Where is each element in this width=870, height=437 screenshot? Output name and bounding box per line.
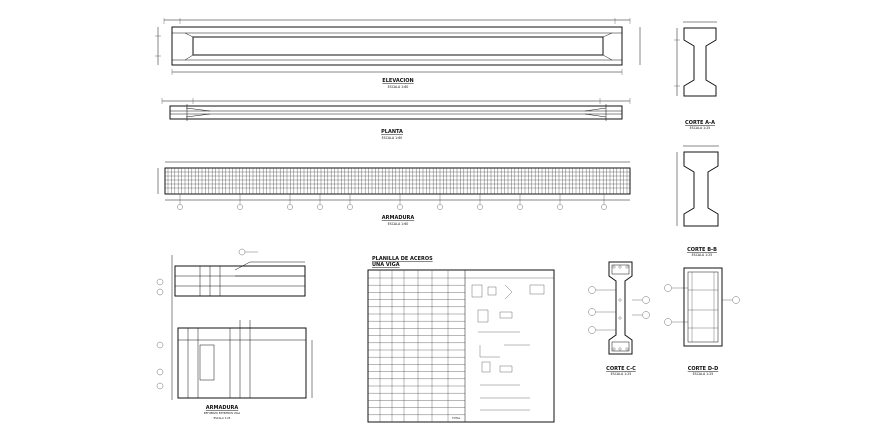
- section-d-scale: ESCALA 1:25: [693, 372, 714, 376]
- reinforcement-scale: ESCALA 1:60: [388, 222, 409, 226]
- section-c-title: CORTE C-C: [606, 366, 636, 372]
- plan-scale: ESCALA 1:60: [382, 136, 403, 140]
- section-d-view: CORTE D-D ESCALA 1:25: [664, 267, 740, 376]
- elevation-scale: ESCALA 1:60: [388, 85, 409, 89]
- reinforcement-title: ARMADURA: [382, 215, 415, 221]
- section-c-scale: ESCALA 1:25: [611, 372, 632, 376]
- section-b-scale: ESCALA 1:25: [692, 253, 713, 257]
- detail-title: ARMADURA: [206, 405, 239, 411]
- reinforcement-detail: ARMADURA REFUERZO EXTREMOS VIGA ESCALA 1…: [156, 248, 313, 420]
- schedule-total: TOTAL: [452, 416, 461, 420]
- section-a-title: CORTE A-A: [685, 120, 715, 126]
- plan-title: PLANTA: [381, 129, 403, 135]
- detail-scale: ESCALA 1:25: [214, 416, 231, 420]
- section-a-view: CORTE A-A ESCALA 1:25: [674, 21, 717, 130]
- section-b-view: CORTE B-B ESCALA 1:25: [676, 145, 719, 257]
- steel-schedule: PLANILLA DE ACEROS UNA VIGA TOTAL: [367, 256, 555, 423]
- section-d-title: CORTE D-D: [688, 366, 719, 372]
- section-b-title: CORTE B-B: [687, 247, 717, 253]
- section-a-scale: ESCALA 1:25: [690, 126, 711, 130]
- detail-note: REFUERZO EXTREMOS VIGA: [204, 411, 241, 415]
- schedule-title: PLANILLA DE ACEROS: [372, 256, 433, 262]
- elevation-title: ELEVACION: [382, 78, 413, 84]
- reinforcement-view: ARMADURA ESCALA 1:60: [157, 161, 631, 226]
- elevation-view: ELEVACION ESCALA 1:60: [155, 18, 641, 89]
- section-c-view: CORTE C-C ESCALA 1:25: [588, 261, 650, 376]
- schedule-subtitle: UNA VIGA: [372, 262, 400, 268]
- plan-view: PLANTA ESCALA 1:60: [161, 98, 631, 140]
